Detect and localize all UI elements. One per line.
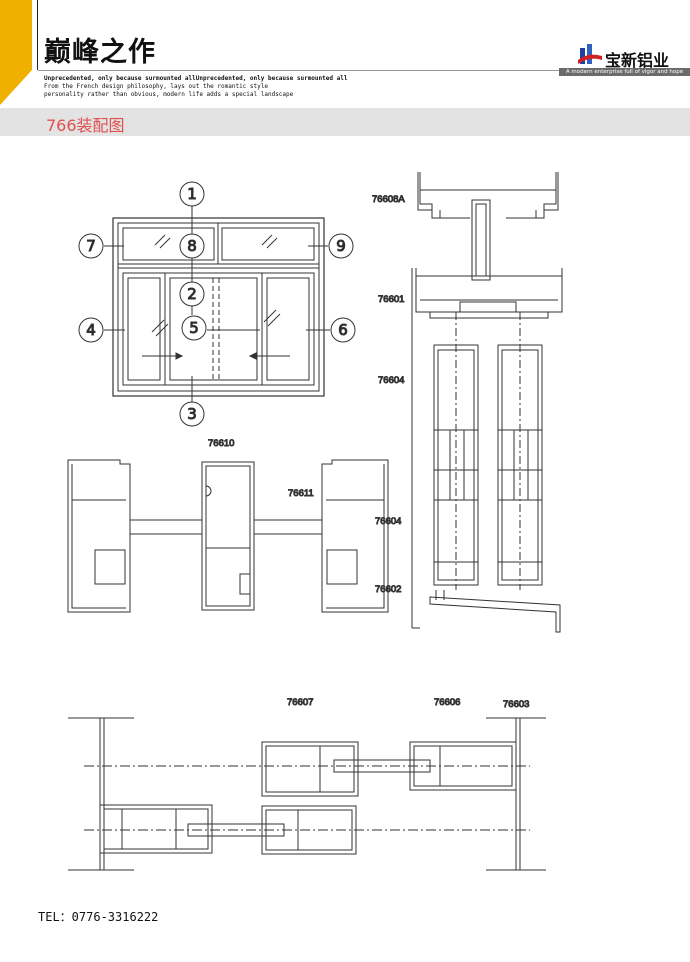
slogan-line-1: Unprecedented, only because surmounted a… xyxy=(44,75,348,82)
callout-2: 2 xyxy=(187,285,197,303)
horizontal-section-76610 xyxy=(67,459,389,613)
callout-4: 4 xyxy=(86,321,96,339)
callout-8: 8 xyxy=(187,237,197,255)
label-76602: 76602 xyxy=(375,584,401,595)
horizontal-section-bottom xyxy=(68,717,546,871)
callout-5: 5 xyxy=(189,319,199,337)
brand-name: 宝新铝业 xyxy=(605,51,670,70)
label-76610: 76610 xyxy=(208,438,234,449)
brand-logo-icon xyxy=(578,44,602,64)
callout-7: 7 xyxy=(86,237,96,255)
label-76604-top: 76604 xyxy=(378,375,404,386)
window-elevation xyxy=(104,206,330,402)
callout-3: 3 xyxy=(187,405,197,423)
page-title: 巅峰之作 xyxy=(44,37,156,68)
label-76607: 76607 xyxy=(287,697,313,708)
callout-1: 1 xyxy=(187,185,197,203)
slogan-line-2: From the French design philosophy, lays … xyxy=(44,83,268,90)
callout-9: 9 xyxy=(336,237,346,255)
vertical-section xyxy=(411,172,563,633)
label-76606: 76606 xyxy=(434,697,460,708)
label-76604-bottom: 76604 xyxy=(375,516,401,527)
label-76608a: 76608A xyxy=(372,194,405,205)
brand-tagline: A modern enterprise full of vigor and ho… xyxy=(559,68,690,76)
header-divider xyxy=(37,0,38,70)
slogan-line-3: personality rather than obvious, modern … xyxy=(44,91,294,98)
corner-accent xyxy=(0,0,32,105)
section-band xyxy=(0,108,690,136)
callout-circles xyxy=(78,181,356,427)
label-76603: 76603 xyxy=(503,699,529,710)
section-title: 766装配图 xyxy=(46,116,125,135)
footer-telephone: TEL：0776-3316222 xyxy=(38,910,159,924)
header-rule xyxy=(38,70,690,71)
label-76601: 76601 xyxy=(378,294,404,305)
label-76611: 76611 xyxy=(288,488,314,499)
callout-6: 6 xyxy=(338,321,348,339)
